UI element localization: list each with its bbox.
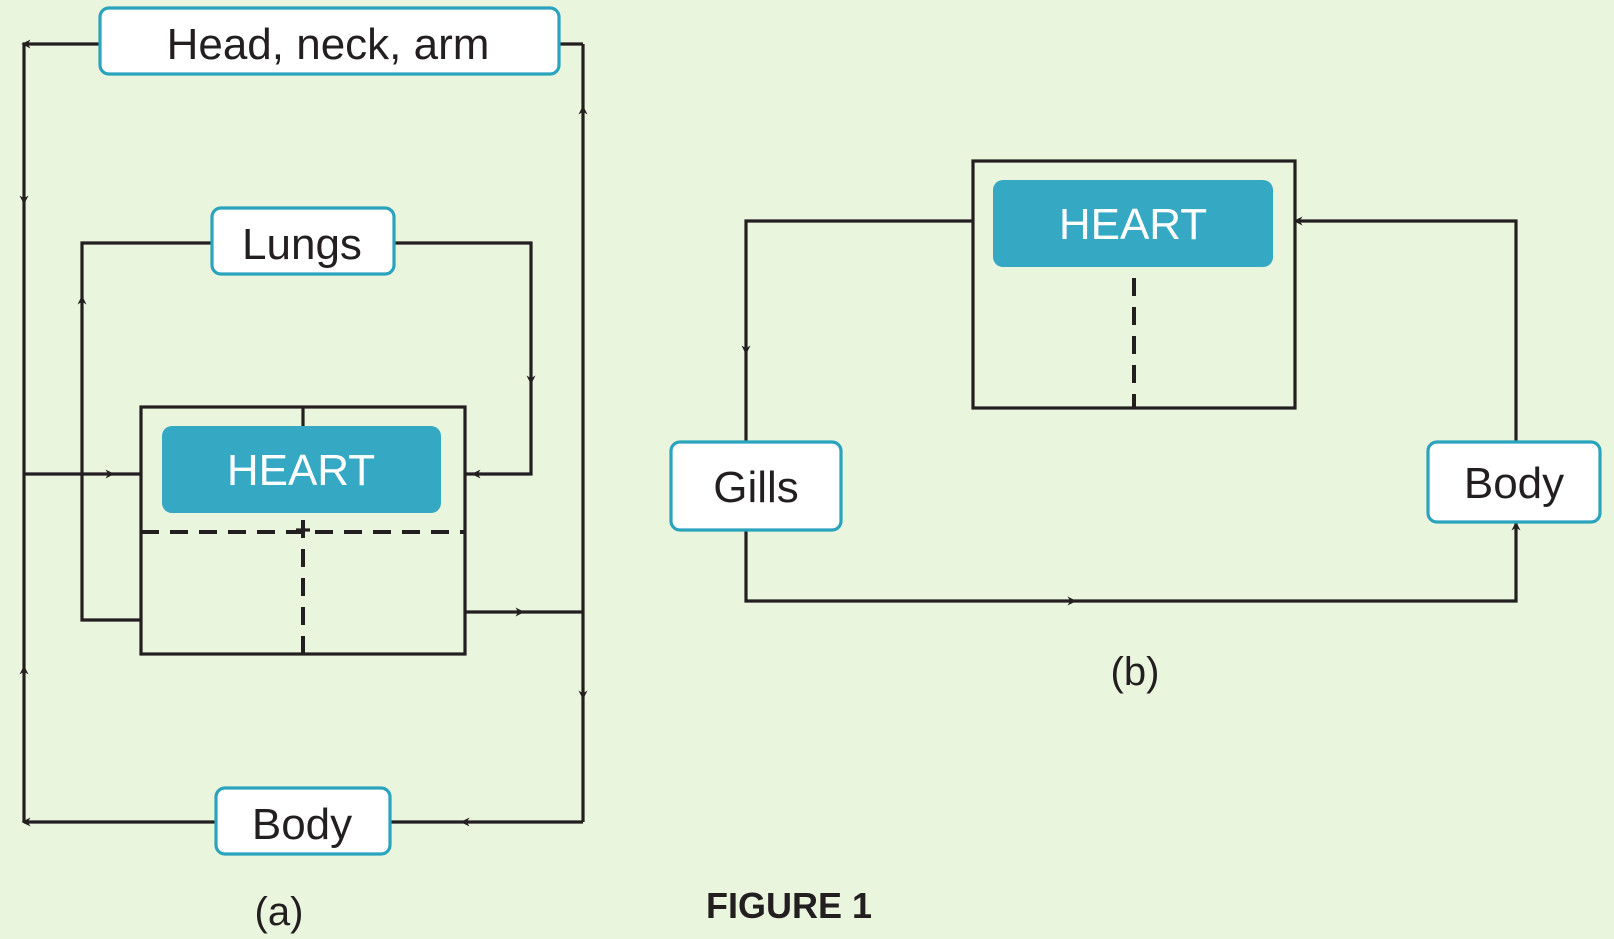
caption-b: (b)	[1111, 650, 1160, 694]
body-label-a: Body	[252, 800, 352, 849]
gills-label: Gills	[713, 463, 799, 512]
line-lungs-right	[394, 241, 533, 476]
figure-title: FIGURE 1	[706, 885, 872, 926]
body-box-a	[214, 786, 392, 856]
caption-a: (a)	[255, 890, 304, 934]
lungs-box	[210, 206, 396, 276]
line-right-riser	[559, 42, 585, 822]
body-box-b	[1426, 440, 1602, 524]
head-neck-arm-box	[98, 6, 561, 76]
gills-box	[669, 440, 843, 532]
heart-fill-a	[162, 426, 441, 513]
line-gills-to-body	[744, 522, 1518, 603]
line-head-to-left	[22, 42, 100, 822]
diagram-a: HEART Head, neck, arm Lungs Body (a)	[19, 6, 588, 934]
line-lungs-left	[80, 241, 212, 622]
diagram-b: HEART Gills Body (b)	[669, 159, 1602, 694]
lungs-label: Lungs	[242, 220, 362, 269]
line-body-to-heart	[1295, 219, 1518, 442]
heart-fill-b	[993, 180, 1273, 267]
heart-label-b: HEART	[1059, 200, 1207, 249]
heart-label-a: HEART	[227, 446, 375, 495]
line-heart-to-gills	[744, 219, 973, 442]
head-neck-arm-label: Head, neck, arm	[167, 20, 490, 69]
body-label-b: Body	[1464, 459, 1564, 508]
